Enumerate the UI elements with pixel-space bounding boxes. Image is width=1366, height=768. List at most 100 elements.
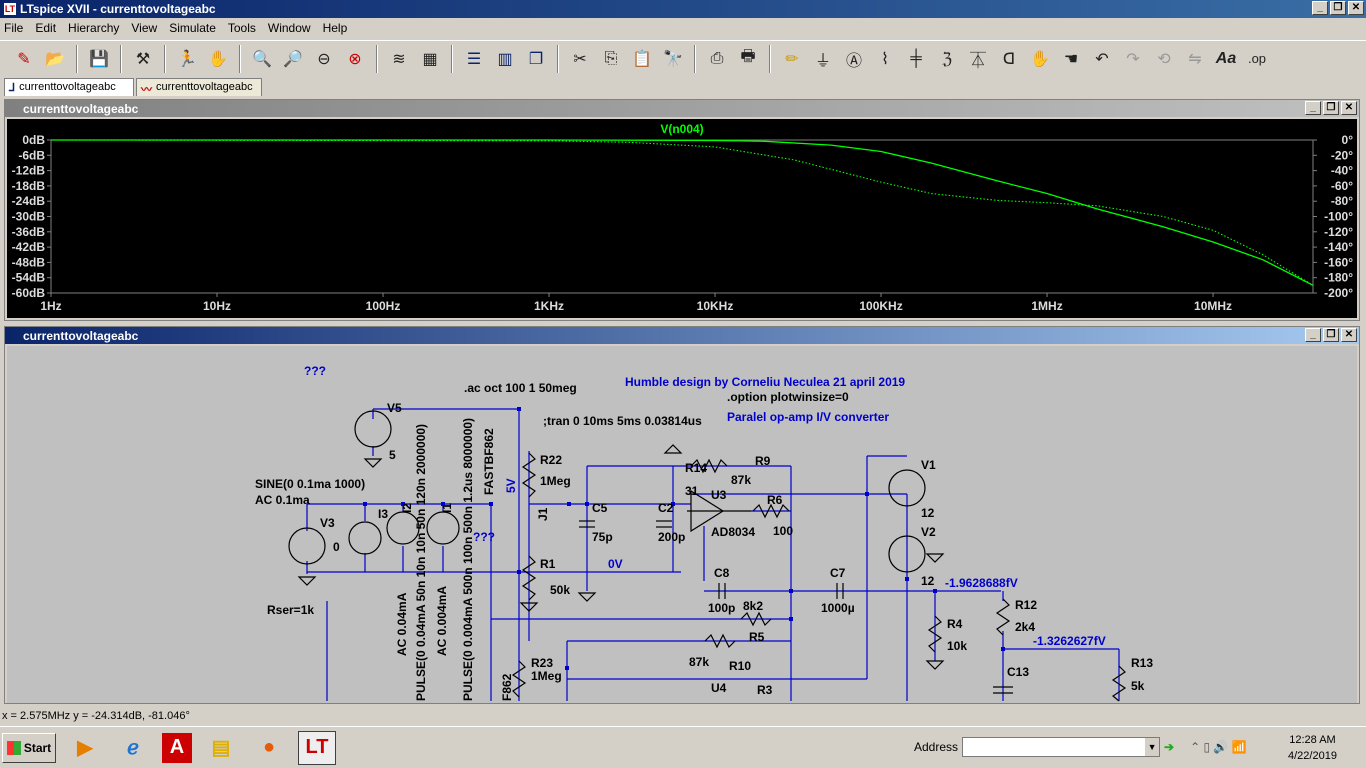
file-explorer-icon[interactable]: ▤ bbox=[211, 737, 231, 759]
tab-waveform[interactable]: 〰 currenttovoltageabc bbox=[136, 78, 262, 96]
resistor-icon[interactable]: ⌇ bbox=[881, 50, 889, 68]
r12-value: 2k4 bbox=[1015, 620, 1035, 634]
zoom-rect-icon[interactable]: 🔎 bbox=[283, 50, 303, 68]
tab-schematic[interactable]: ⅃ currenttovoltageabc bbox=[4, 78, 134, 96]
tab-label: currenttovoltageabc bbox=[156, 81, 253, 93]
undo-icon[interactable]: ↶ bbox=[1095, 50, 1109, 68]
zoom-cancel-icon[interactable]: ⊗ bbox=[348, 50, 362, 68]
zoom-in-icon[interactable]: 🔍 bbox=[252, 50, 272, 68]
i2-pulse-text: PULSE(0 0.04mA 50n 10n 10n 50n 120n 2000… bbox=[414, 424, 428, 701]
capacitor-icon[interactable]: ╪ bbox=[910, 49, 922, 67]
x-tick-label: 1MHz bbox=[1031, 299, 1062, 313]
open-icon[interactable]: 📂 bbox=[45, 50, 65, 68]
j1-label: J1 bbox=[536, 507, 550, 521]
acrobat-icon[interactable]: A bbox=[162, 732, 192, 763]
menu-view[interactable]: View bbox=[131, 21, 158, 35]
restore-button[interactable]: ❐ bbox=[1330, 1, 1346, 15]
menu-file[interactable]: File bbox=[4, 21, 24, 35]
halt-icon[interactable]: ✋ bbox=[208, 50, 228, 68]
schematic-drawing[interactable]: .ac oct 100 1 50meg ;tran 0 10ms 5ms 0.0… bbox=[7, 346, 1357, 703]
ground-icon[interactable]: ⏚ bbox=[814, 52, 831, 70]
schematic-window[interactable]: currenttovoltageabc _ ❐ ✕ bbox=[4, 326, 1360, 704]
y-right-tick-label: -20° bbox=[1331, 148, 1353, 162]
text-icon[interactable]: Aa bbox=[1215, 49, 1237, 67]
control-panel-icon[interactable]: ⚒ bbox=[135, 50, 151, 68]
c5-label: C5 bbox=[592, 501, 608, 515]
schematic-restore-button[interactable]: ❐ bbox=[1323, 328, 1339, 342]
draw-wire-icon[interactable]: ✏ bbox=[785, 50, 799, 68]
print-setup-icon[interactable]: 🖶 bbox=[740, 48, 756, 65]
redo-icon[interactable]: ↷ bbox=[1126, 50, 1140, 68]
grid-icon[interactable]: ▦ bbox=[422, 50, 438, 68]
zoom-out-icon[interactable]: ⊖ bbox=[317, 50, 331, 68]
y-left-tick-label: -24dB bbox=[12, 194, 46, 208]
y-left-tick-label: -48dB bbox=[12, 255, 46, 269]
new-schematic-icon[interactable]: ✎ bbox=[17, 50, 31, 68]
menu-window[interactable]: Window bbox=[267, 21, 311, 35]
schematic-canvas[interactable]: .ac oct 100 1 50meg ;tran 0 10ms 5ms 0.0… bbox=[7, 346, 1357, 703]
save-icon[interactable]: 💾 bbox=[89, 50, 109, 68]
v2-value: 12 bbox=[921, 574, 935, 588]
i2-ac-text: AC 0.04mA bbox=[395, 592, 409, 656]
tile-horizontal-icon[interactable]: ☰ bbox=[466, 50, 482, 68]
cut-icon[interactable]: ✂ bbox=[573, 50, 587, 68]
menu-edit[interactable]: Edit bbox=[35, 21, 57, 35]
v3-label: V3 bbox=[320, 516, 335, 530]
v3-value: 0 bbox=[333, 540, 340, 554]
drag-icon[interactable]: ☚ bbox=[1063, 50, 1079, 68]
clock-time: 12:28 AM bbox=[1289, 734, 1336, 746]
inductor-icon[interactable]: ℨ bbox=[942, 50, 952, 68]
c8-value: 100p bbox=[708, 601, 735, 615]
run-icon[interactable]: 🏃 bbox=[177, 50, 197, 68]
minimize-button[interactable]: _ bbox=[1312, 1, 1328, 15]
five-volt-label: 5V bbox=[504, 478, 518, 493]
firefox-icon[interactable]: ● bbox=[262, 736, 276, 758]
f862-text: F862 bbox=[500, 673, 514, 701]
menu-tools[interactable]: Tools bbox=[227, 21, 256, 35]
r23-label: R23 bbox=[531, 656, 553, 670]
schematic-minimize-button[interactable]: _ bbox=[1305, 328, 1321, 342]
menu-hierarchy[interactable]: Hierarchy bbox=[68, 21, 120, 35]
y-left-tick-label: -54dB bbox=[12, 271, 46, 285]
plot-restore-button[interactable]: ❐ bbox=[1323, 101, 1339, 115]
media-player-icon[interactable]: ▶ bbox=[77, 737, 93, 759]
r5-label: R5 bbox=[749, 630, 765, 644]
paste-icon[interactable]: 📋 bbox=[632, 50, 652, 68]
rotate-icon[interactable]: ⟲ bbox=[1157, 50, 1171, 68]
ltspice-icon[interactable]: LT bbox=[298, 730, 336, 765]
close-button[interactable]: ✕ bbox=[1348, 1, 1364, 15]
clock: 12:28 AM 4/22/2019 bbox=[1288, 732, 1337, 764]
mirror-icon[interactable]: ⇋ bbox=[1188, 50, 1202, 68]
diode-icon[interactable]: ⏄ bbox=[969, 52, 986, 70]
address-input[interactable]: ▼ bbox=[962, 737, 1161, 757]
address-toolbar: Address ▼ ➔ ⌃ ▯ 🔊 📶 bbox=[914, 737, 1247, 757]
find-icon[interactable]: 🔭 bbox=[663, 50, 683, 68]
plot-close-button[interactable]: ✕ bbox=[1341, 101, 1357, 115]
y-left-tick-label: -36dB bbox=[12, 225, 46, 239]
chevron-down-icon[interactable]: ▼ bbox=[1145, 738, 1160, 756]
print-icon[interactable]: ⎙ bbox=[710, 49, 724, 67]
i1-pulse-text: PULSE(0 0.004mA 500n 100n 500n 1.2us 800… bbox=[461, 418, 475, 701]
spice-directive-icon[interactable]: .op bbox=[1247, 51, 1267, 66]
label-net-icon[interactable]: Ⓐ bbox=[845, 52, 862, 70]
start-button[interactable]: Start bbox=[2, 732, 56, 763]
autorange-icon[interactable]: ≋ bbox=[392, 50, 406, 68]
copy-icon[interactable]: ⎘ bbox=[604, 49, 618, 67]
go-icon[interactable]: ➔ bbox=[1164, 740, 1175, 754]
tile-vertical-icon[interactable]: ▥ bbox=[497, 50, 513, 68]
schematic-close-button[interactable]: ✕ bbox=[1341, 328, 1357, 342]
component-icon[interactable]: ᗡ bbox=[1002, 50, 1016, 68]
menu-help[interactable]: Help bbox=[322, 21, 348, 35]
r22-value: 1Meg bbox=[540, 474, 571, 488]
menu-simulate[interactable]: Simulate bbox=[169, 21, 216, 35]
cascade-icon[interactable]: ❐ bbox=[528, 50, 544, 68]
i2-label: I2 bbox=[400, 503, 414, 513]
move-icon[interactable]: ✋ bbox=[1030, 50, 1050, 68]
internet-explorer-icon[interactable]: ℯ bbox=[127, 737, 139, 759]
r22-label: R22 bbox=[540, 453, 562, 467]
schematic-window-titlebar: currenttovoltageabc _ ❐ ✕ bbox=[5, 327, 1359, 344]
plot-minimize-button[interactable]: _ bbox=[1305, 101, 1321, 115]
